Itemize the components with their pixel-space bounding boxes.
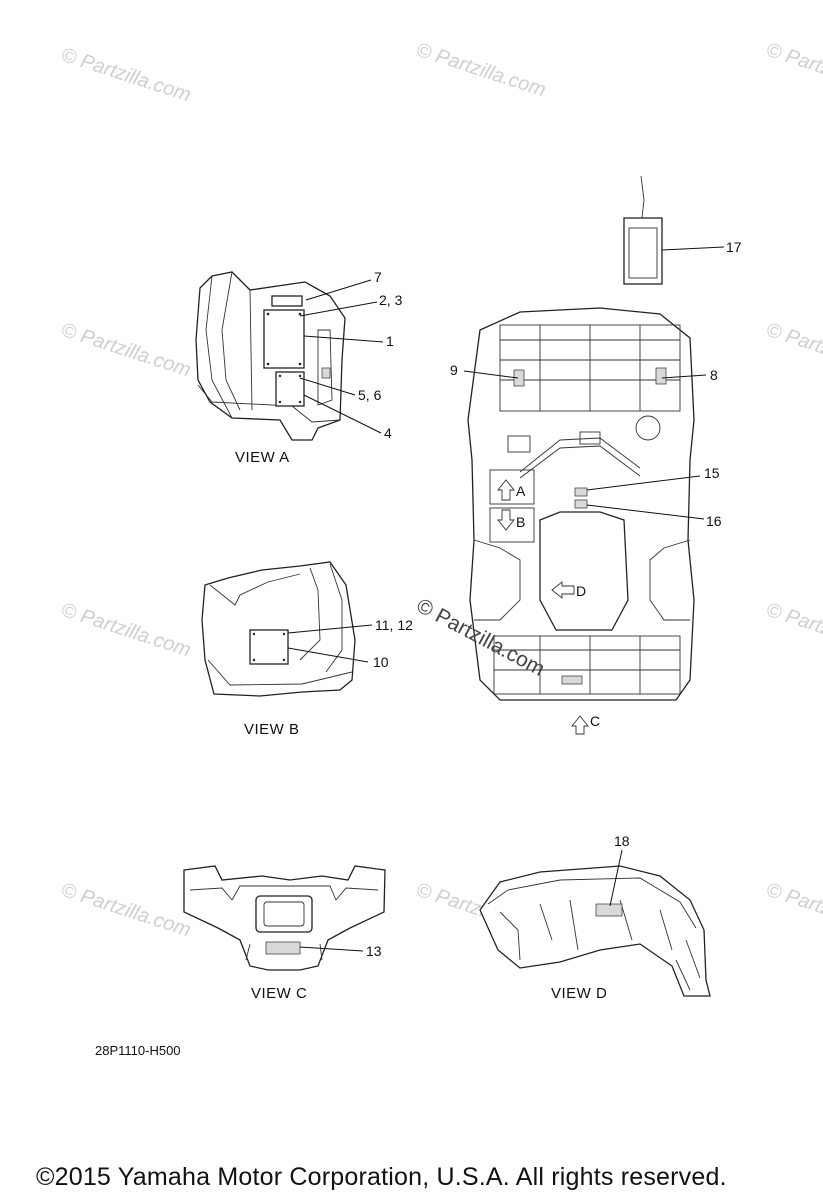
hang-tag-drawing <box>623 175 663 285</box>
watermark: © Partzilla.com <box>763 599 823 662</box>
watermark-layer: © Partzilla.com © Partzilla.com © Partzi… <box>58 39 823 942</box>
callout-18: 18 <box>614 833 630 849</box>
callout-5-6: 5, 6 <box>358 387 382 403</box>
view-b-callout-leaders <box>287 624 373 663</box>
watermark: © Partzilla.com <box>763 39 823 102</box>
callout-13: 13 <box>366 943 382 959</box>
view-c-drawing <box>183 865 386 971</box>
view-a-drawing <box>195 271 346 441</box>
watermark: © Partzilla.com <box>763 319 823 382</box>
atv-top-view-drawing <box>467 307 695 735</box>
view-arrow-a-letter: A <box>516 483 526 499</box>
view-arrow-c-letter: C <box>590 713 600 729</box>
copyright-notice: ©2015 Yamaha Motor Corporation, U.S.A. A… <box>36 1163 727 1191</box>
view-d-drawing <box>479 865 711 997</box>
watermark: © Partzilla.com <box>58 599 193 662</box>
callout-8: 8 <box>710 367 718 383</box>
view-a-label: VIEW A <box>235 449 290 466</box>
view-b-label: VIEW B <box>244 721 300 738</box>
view-arrow-d-letter: D <box>576 583 586 599</box>
callout-10: 10 <box>373 654 389 670</box>
view-c-label: VIEW C <box>251 985 307 1002</box>
watermark: © Partzilla.com <box>413 39 548 102</box>
view-a-callout-leaders <box>299 279 384 434</box>
watermark: © Partzilla.com <box>58 44 193 107</box>
callout-11-12: 11, 12 <box>375 617 413 633</box>
callout-17: 17 <box>726 239 742 255</box>
watermark: © Partzilla.com <box>58 879 193 942</box>
view-arrow-b-letter: B <box>516 514 525 530</box>
view-d-label: VIEW D <box>551 985 607 1002</box>
callout-1: 1 <box>386 333 394 349</box>
callout-17-leader <box>661 246 725 251</box>
watermark: © Partzilla.com <box>763 879 823 942</box>
callout-16: 16 <box>706 513 722 529</box>
callout-4: 4 <box>384 425 392 441</box>
callout-15: 15 <box>704 465 720 481</box>
watermark: © Partzilla.com <box>58 319 193 382</box>
callout-13-leader <box>299 946 364 952</box>
callout-18-leader <box>609 849 623 907</box>
callout-2-3: 2, 3 <box>379 292 403 308</box>
callout-9: 9 <box>450 362 458 378</box>
callout-7: 7 <box>374 269 382 285</box>
view-b-drawing <box>201 561 356 697</box>
part-code: 28P1110-H500 <box>95 1043 181 1058</box>
atv-callout-leaders <box>463 370 707 520</box>
